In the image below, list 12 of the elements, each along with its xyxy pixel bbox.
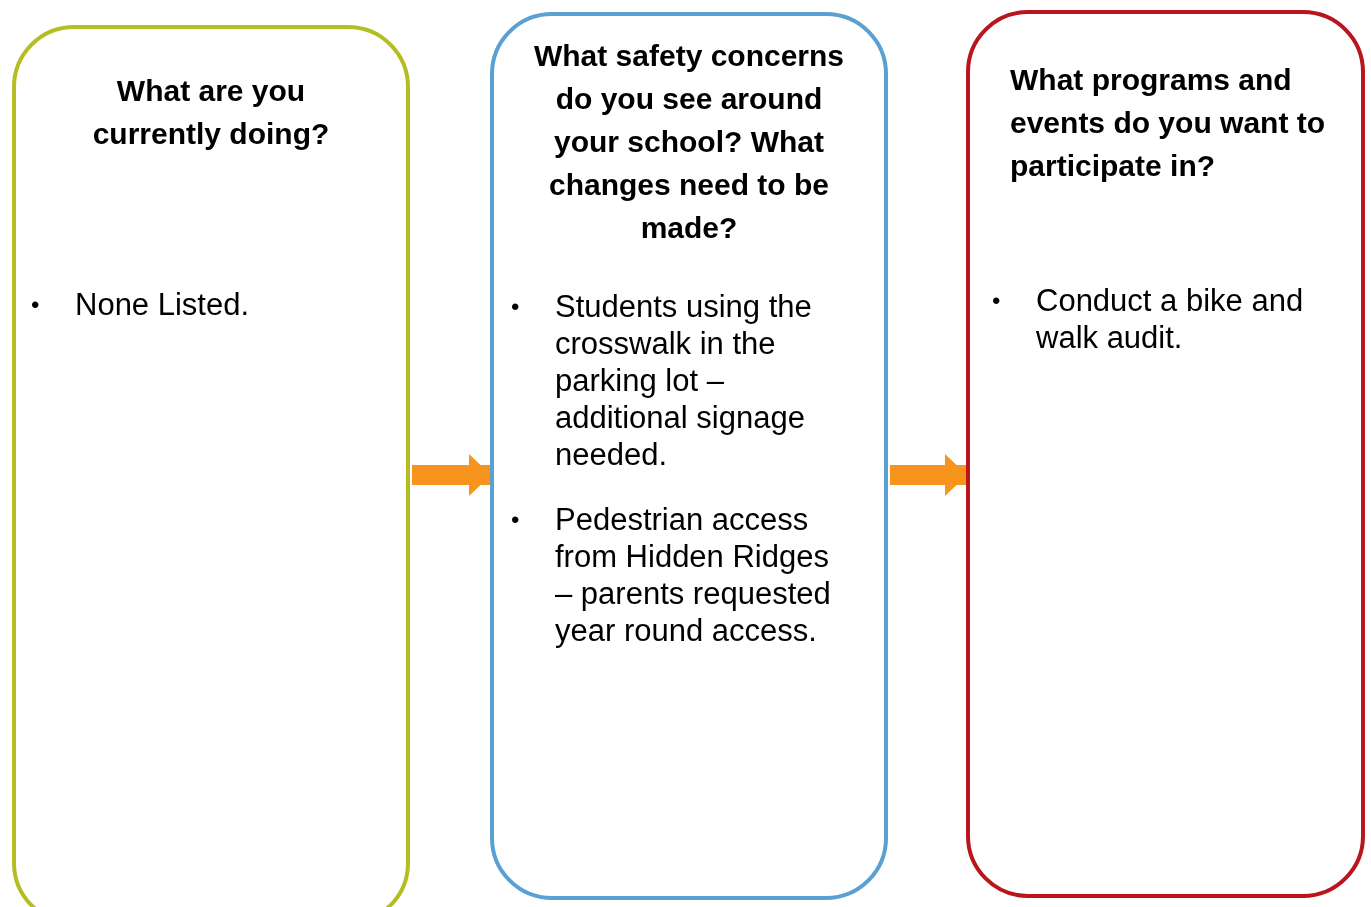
block-arrow	[412, 454, 491, 496]
bullet-mark: •	[511, 505, 520, 535]
panel-heading: What programs and events do you want to participate in?	[1010, 62, 1327, 184]
bullet-mark: •	[31, 290, 40, 320]
block-arrow	[890, 454, 967, 496]
rounded-panel	[966, 10, 1365, 898]
panel-heading: What safety concerns do you see around your school? What changes need to be made?	[532, 38, 846, 246]
bullet-mark: •	[511, 292, 520, 322]
panel-heading: What are you currently doing?	[91, 73, 331, 152]
rounded-panel	[490, 12, 888, 900]
rounded-panel	[12, 25, 410, 907]
bullet-mark: •	[992, 286, 1001, 316]
